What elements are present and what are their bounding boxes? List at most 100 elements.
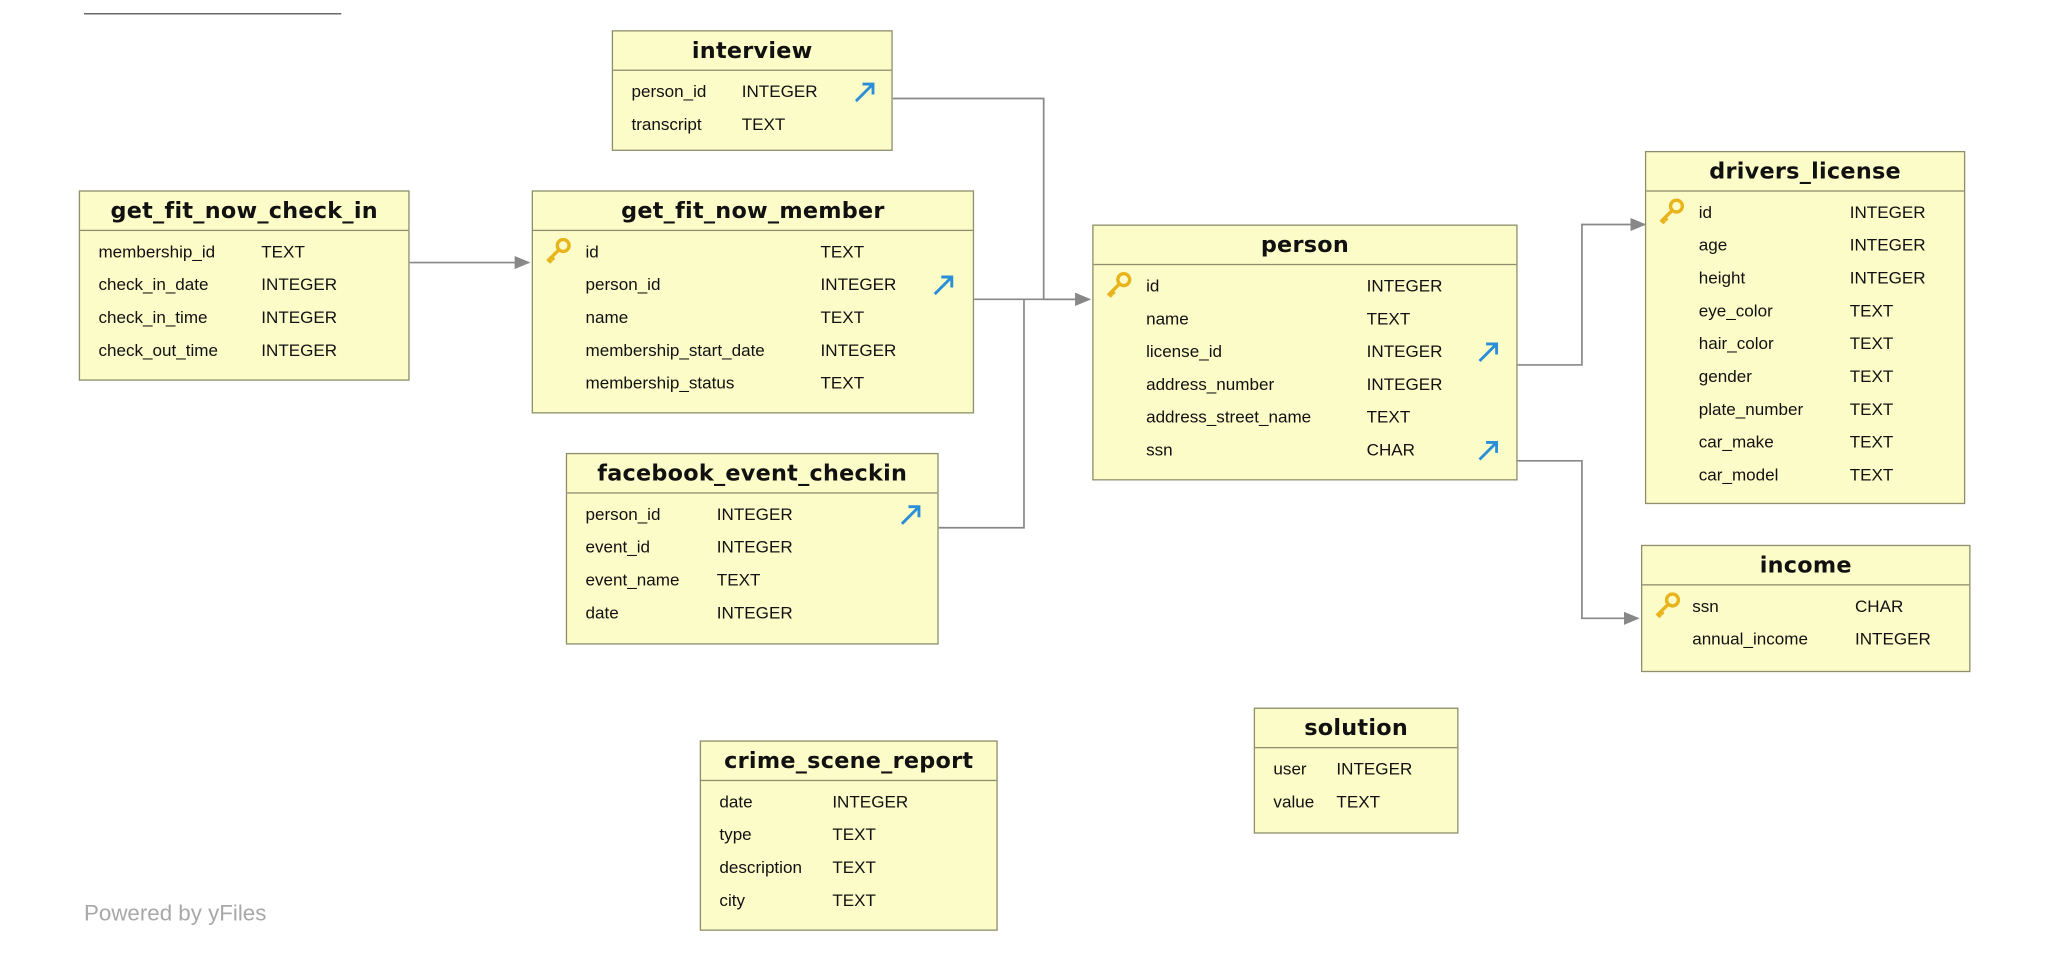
column-name: value	[1273, 791, 1315, 812]
column-row: person_id INTEGER	[533, 268, 973, 301]
column-name: date	[585, 602, 619, 623]
column-row: age INTEGER	[1646, 228, 1964, 261]
edge-facebook-to-person	[938, 299, 1025, 529]
foreign-key-arrow-icon	[1478, 440, 1499, 461]
edge-person-to-drivers-license	[1516, 217, 1647, 366]
column-type: TEXT	[1366, 406, 1411, 427]
column-name: user	[1273, 758, 1307, 779]
column-name: check_in_date	[98, 274, 209, 295]
column-type: TEXT	[1849, 300, 1894, 321]
table-interview[interactable]: interview person_id INTEGER transcript T…	[611, 30, 893, 151]
table-title: facebook_event_checkin	[567, 454, 938, 494]
column-row: ssn CHAR	[1094, 433, 1517, 466]
table-title: income	[1642, 546, 1970, 586]
column-type: INTEGER	[1849, 202, 1926, 222]
column-name: eye_color	[1698, 300, 1773, 321]
column-name: city	[719, 890, 746, 910]
foreign-key-arrow-icon	[1478, 342, 1499, 363]
column-name: membership_status	[585, 372, 735, 393]
column-name: annual_income	[1692, 628, 1808, 649]
column-name: car_model	[1698, 464, 1779, 485]
column-type: INTEGER	[1849, 267, 1926, 288]
column-type: CHAR	[1854, 596, 1904, 616]
column-type: INTEGER	[1336, 758, 1413, 779]
column-row: car_model TEXT	[1646, 458, 1964, 491]
table-get-fit-now-check-in[interactable]: get_fit_now_check_in membership_id TEXT c…	[78, 190, 410, 381]
column-type: TEXT	[820, 241, 865, 262]
column-name: gender	[1698, 366, 1752, 386]
column-name: id	[1146, 275, 1160, 296]
column-name: id	[585, 241, 599, 262]
column-name: transcript	[631, 114, 702, 134]
column-name: check_in_time	[98, 307, 208, 327]
column-type: INTEGER	[1366, 341, 1443, 362]
column-row: membership_id TEXT	[80, 235, 408, 268]
table-title: person	[1093, 226, 1517, 266]
column-name: id	[1698, 202, 1713, 222]
column-type: TEXT	[716, 569, 761, 590]
column-type: INTEGER	[1849, 234, 1926, 255]
column-row: person_id INTEGER	[567, 498, 937, 531]
column-type: TEXT	[832, 890, 876, 910]
column-type: TEXT	[1849, 464, 1894, 485]
table-title: interview	[613, 32, 892, 71]
column-name: ssn	[1146, 439, 1173, 460]
column-row: id TEXT	[533, 235, 973, 268]
column-row: transcript TEXT	[613, 108, 891, 141]
column-name: car_make	[1698, 431, 1774, 452]
column-name: person_id	[585, 274, 661, 295]
column-type: INTEGER	[820, 274, 897, 295]
column-name: address_street_name	[1146, 406, 1312, 427]
column-name: name	[1146, 308, 1189, 329]
edge-person-to-income	[1516, 459, 1640, 625]
foreign-key-arrow-icon	[900, 505, 921, 525]
column-name: membership_id	[98, 241, 216, 262]
table-title: get_fit_now_check_in	[80, 192, 409, 232]
column-row: eye_color TEXT	[1646, 294, 1964, 327]
column-type: TEXT	[1849, 333, 1894, 354]
table-title: drivers_license	[1646, 152, 1964, 192]
column-name: date	[719, 791, 753, 812]
column-name: event_id	[585, 536, 651, 557]
column-type: INTEGER	[1366, 374, 1443, 394]
table-title: get_fit_now_member	[532, 192, 973, 232]
column-type: INTEGER	[1366, 275, 1443, 296]
cropped-title-underline	[84, 0, 342, 15]
column-name: check_out_time	[98, 340, 219, 360]
column-name: age	[1698, 234, 1728, 255]
foreign-key-arrow-icon	[933, 275, 954, 296]
column-type: TEXT	[832, 824, 876, 845]
column-name: membership_start_date	[585, 340, 765, 360]
column-name: ssn	[1692, 596, 1719, 616]
table-get-fit-now-member[interactable]: get_fit_now_member id TEXT person_id INT…	[531, 190, 975, 414]
column-type: TEXT	[1336, 791, 1381, 812]
column-type: TEXT	[261, 241, 305, 262]
column-row: ssn CHAR	[1642, 589, 1969, 622]
column-name: type	[719, 824, 752, 845]
column-type: INTEGER	[820, 340, 897, 360]
column-name: description	[719, 857, 802, 877]
column-type: INTEGER	[716, 504, 793, 524]
column-type: INTEGER	[261, 274, 338, 295]
table-facebook-event-checkin[interactable]: facebook_event_checkin person_id INTEGER…	[565, 452, 939, 645]
